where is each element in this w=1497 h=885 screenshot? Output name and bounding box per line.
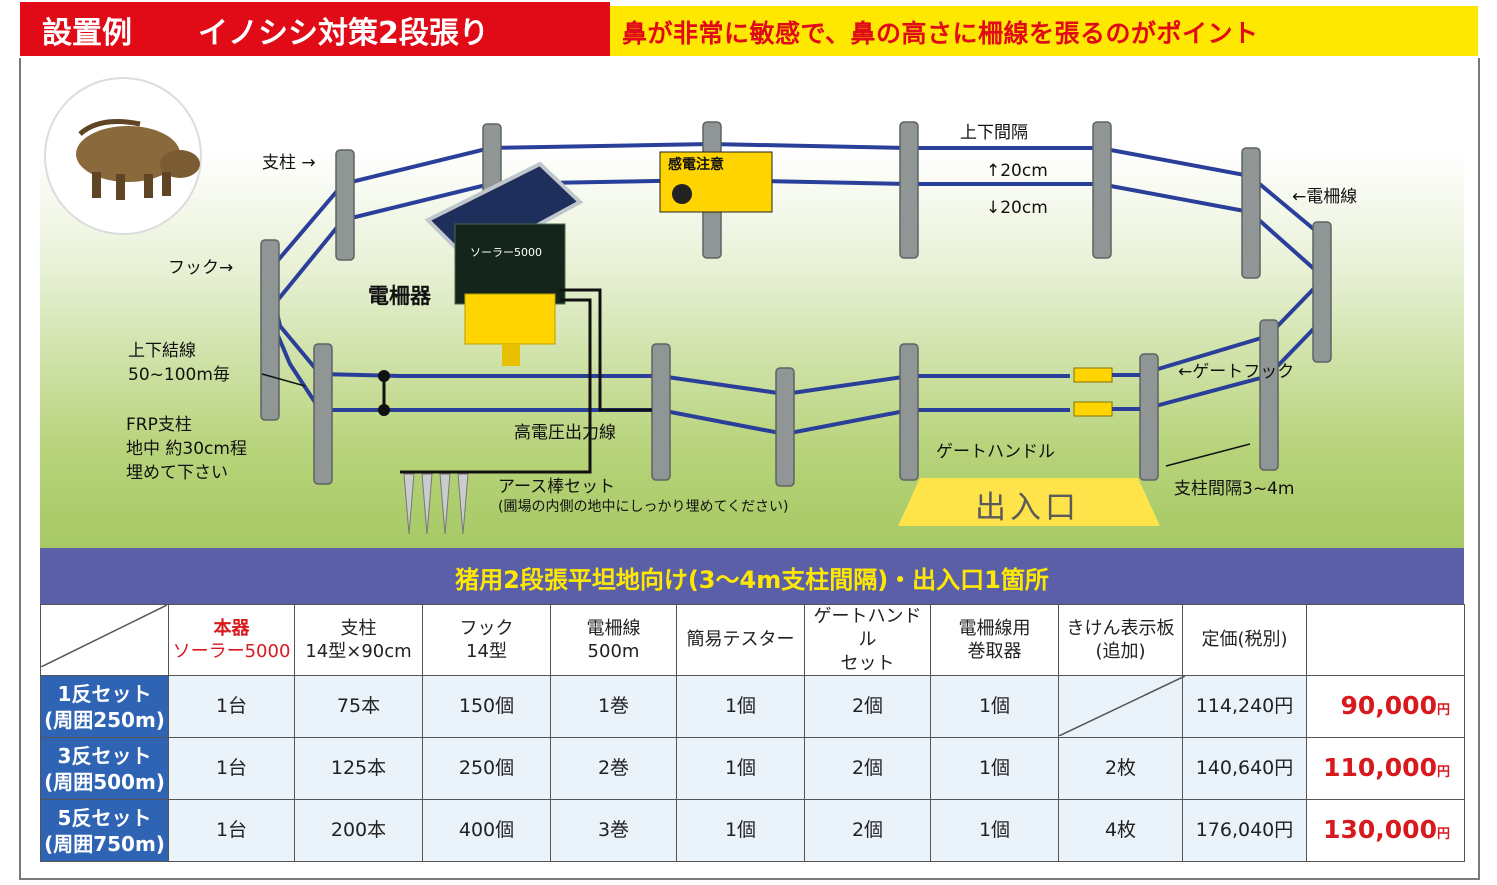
tie-points	[378, 370, 390, 416]
cell: 200本	[294, 799, 423, 863]
header-title: イノシシ対策2段張り	[198, 16, 489, 51]
cell: 2個	[804, 799, 931, 863]
cell: 125本	[294, 737, 423, 801]
spacing-down: ↓20cm	[986, 198, 1048, 218]
cell: 4枚	[1058, 799, 1183, 863]
gate-handle-label: ゲートハンドル	[936, 442, 1055, 462]
cell: 1巻	[550, 675, 677, 739]
tie-interval: 50~100m毎	[128, 365, 230, 385]
spacing-title: 上下間隔	[960, 123, 1028, 143]
table-row: 5反セット(周囲750m) 1台 200本 400個 3巻 1個 2個 1個 4…	[40, 799, 1465, 863]
row-header: 3反セット(周囲500m)	[40, 737, 169, 801]
col-header-reel: 電柵線用巻取器	[930, 603, 1059, 677]
hv-output-wire	[400, 288, 652, 474]
tie-arrow	[261, 373, 306, 387]
frp-title: FRP支柱	[126, 415, 192, 435]
post-label: 支柱 →	[262, 153, 316, 173]
col-header-list-price: 定価(税別)	[1182, 603, 1307, 677]
header-arrow-shape	[560, 2, 600, 56]
cell: 2個	[804, 675, 931, 739]
earth-rods	[403, 473, 469, 535]
list-price: 176,040円	[1182, 799, 1307, 863]
row-header: 5反セット(周囲750m)	[40, 799, 169, 863]
cell: 400個	[422, 799, 551, 863]
cell: 1個	[676, 737, 805, 801]
hook-label: フック→	[168, 258, 234, 278]
cell: 150個	[422, 675, 551, 739]
special-price: 90,000円	[1306, 675, 1465, 739]
header-subtitle-band	[560, 6, 1478, 56]
row-header: 1反セット(周囲250m)	[40, 675, 169, 739]
fence-diagram	[44, 77, 1332, 535]
fence-wire-label: ←電柵線	[1292, 187, 1358, 207]
cell: 1個	[676, 799, 805, 863]
cell: 250個	[422, 737, 551, 801]
cell: 1台	[168, 675, 295, 739]
entrance-shape	[898, 478, 1160, 526]
warning-sign	[659, 151, 773, 213]
cell: 1個	[930, 675, 1059, 739]
spacing-up: ↑20cm	[986, 161, 1048, 181]
boar-icon	[76, 119, 200, 200]
header-label: 設置例	[42, 16, 132, 51]
special-price: 130,000円	[1306, 799, 1465, 863]
fence-posts	[260, 121, 1332, 487]
energizer-model: ソーラー5000	[470, 246, 542, 259]
cell: 1台	[168, 799, 295, 863]
col-header-tester: 簡易テスター	[676, 603, 805, 677]
post-interval-label: 支柱間隔3~4m	[1174, 479, 1295, 499]
gate-hook-label: ←ゲートフック	[1178, 362, 1295, 382]
tie-title: 上下結線	[128, 341, 196, 361]
list-price: 140,640円	[1182, 737, 1307, 801]
col-header-special-price: 特 価	[1306, 603, 1465, 677]
frp-bury: 埋めて下さい	[126, 463, 228, 483]
cell: 2個	[804, 737, 931, 801]
cell: 2枚	[1058, 737, 1183, 801]
col-header-gate-handle: ゲートハンドルセット	[804, 603, 931, 677]
earth-note: (圃場の内側の地中にしっかり埋めてください)	[498, 499, 789, 515]
list-price: 114,240円	[1182, 675, 1307, 739]
cell: 1個	[930, 737, 1059, 801]
col-header-sign: きけん表示板(追加)	[1058, 603, 1183, 677]
entrance-label: 出入口	[975, 490, 1080, 526]
fence-illustration: 支柱 → フック→ 上下結線 50~100m毎 FRP支柱 地中 約30cm程 …	[40, 64, 1464, 548]
cell: 1個	[676, 675, 805, 739]
cell: 1台	[168, 737, 295, 801]
warning-sign-text: 感電注意	[668, 157, 724, 173]
header-title-band	[20, 2, 610, 56]
header: 設置例 イノシシ対策2段張り 鼻が非常に敏感で、鼻の高さに柵線を張るのがポイント	[0, 0, 1497, 60]
table-row: 1反セット(周囲250m) 1台 75本 150個 1巻 1個 2個 1個 11…	[40, 675, 1465, 739]
cell: 75本	[294, 675, 423, 739]
cell: 2巻	[550, 737, 677, 801]
cell: 3巻	[550, 799, 677, 863]
earth-title: アース棒セット	[498, 477, 616, 497]
cell: 1個	[930, 799, 1059, 863]
content-frame	[19, 58, 1480, 880]
post-interval-arrow	[1165, 443, 1251, 467]
gate-handles	[1073, 367, 1140, 417]
header-subtitle: 鼻が非常に敏感で、鼻の高さに柵線を張るのがポイント	[622, 19, 1259, 48]
energizer-label: 電柵器	[368, 284, 431, 308]
col-header-energizer: 本器ソーラー5000	[168, 603, 295, 677]
empty-cell	[1058, 675, 1185, 739]
special-price: 110,000円	[1306, 737, 1465, 801]
hv-wire-label: 高電圧出力線	[514, 423, 616, 443]
table-title: 猪用2段張平坦地向け(3〜4m支柱間隔)・出入口1箇所	[455, 566, 1049, 594]
frp-depth: 地中 約30cm程	[126, 439, 247, 459]
corner-cell	[40, 603, 169, 677]
table-row: 3反セット(周囲500m) 1台 125本 250個 2巻 1個 2個 1個 2…	[40, 737, 1465, 801]
table-title-band: 猪用2段張平坦地向け(3〜4m支柱間隔)・出入口1箇所	[40, 548, 1464, 604]
energizer-device	[424, 161, 584, 366]
